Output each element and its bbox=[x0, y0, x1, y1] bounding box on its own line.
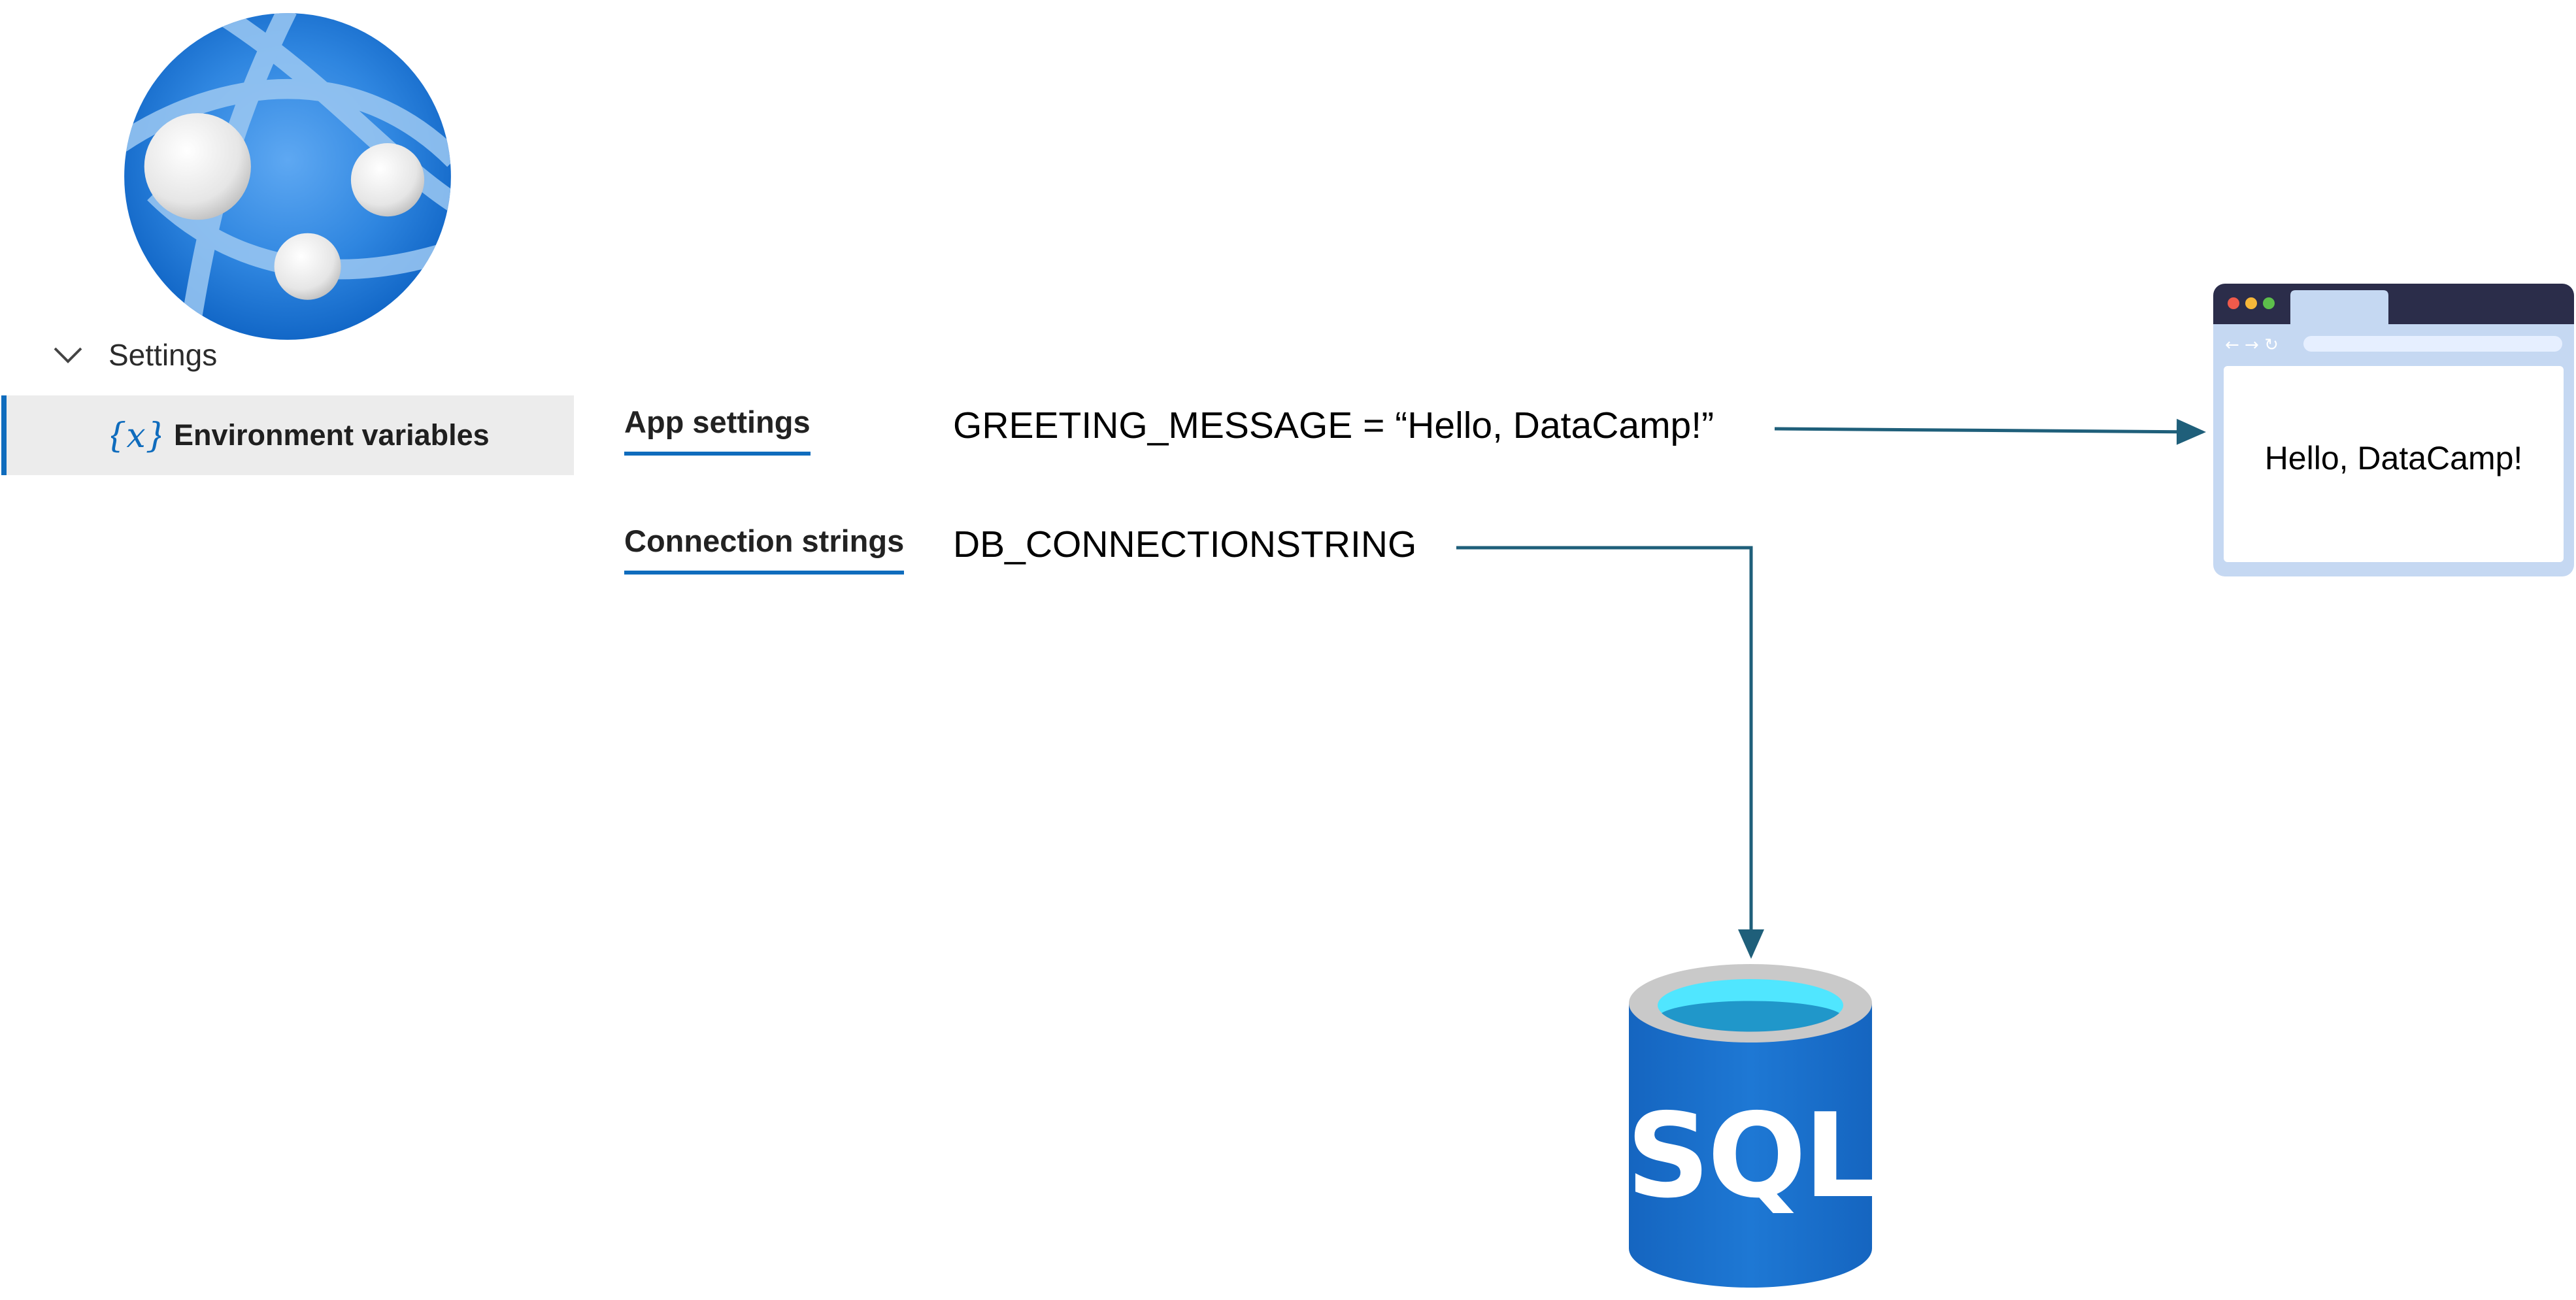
greeting-message-setting: GREETING_MESSAGE = “Hello, DataCamp!” bbox=[953, 405, 1715, 446]
variable-braces-icon: {x} bbox=[111, 416, 161, 456]
settings-label: Settings bbox=[109, 338, 218, 372]
arrow-to-database bbox=[1456, 546, 1764, 959]
sidebar-item-label: Environment variables bbox=[174, 418, 490, 452]
close-dot-icon bbox=[2228, 297, 2239, 309]
minimize-dot-icon bbox=[2245, 297, 2257, 309]
svg-text:{x}: {x} bbox=[111, 416, 161, 456]
tab-connection-strings[interactable]: Connection strings bbox=[624, 523, 905, 575]
tab-app-settings[interactable]: App settings bbox=[624, 404, 811, 456]
sql-label: SQL bbox=[1626, 1088, 1878, 1224]
settings-section-header[interactable]: Settings bbox=[52, 332, 217, 378]
app-service-logo-icon bbox=[124, 13, 451, 340]
svg-text:← → ↻: ← → ↻ bbox=[2225, 335, 2279, 355]
chevron-down-icon bbox=[54, 347, 82, 363]
maximize-dot-icon bbox=[2263, 297, 2275, 309]
browser-content-text: Hello, DataCamp! bbox=[2264, 440, 2523, 476]
sidebar-item-environment-variables[interactable]: {x} Environment variables bbox=[1, 395, 574, 475]
sql-database-icon bbox=[1629, 964, 1872, 1288]
browser-window-icon: ← → ↻ bbox=[2213, 284, 2574, 576]
arrow-to-browser bbox=[1774, 418, 2206, 445]
db-connection-string-setting: DB_CONNECTIONSTRING bbox=[953, 524, 1417, 565]
